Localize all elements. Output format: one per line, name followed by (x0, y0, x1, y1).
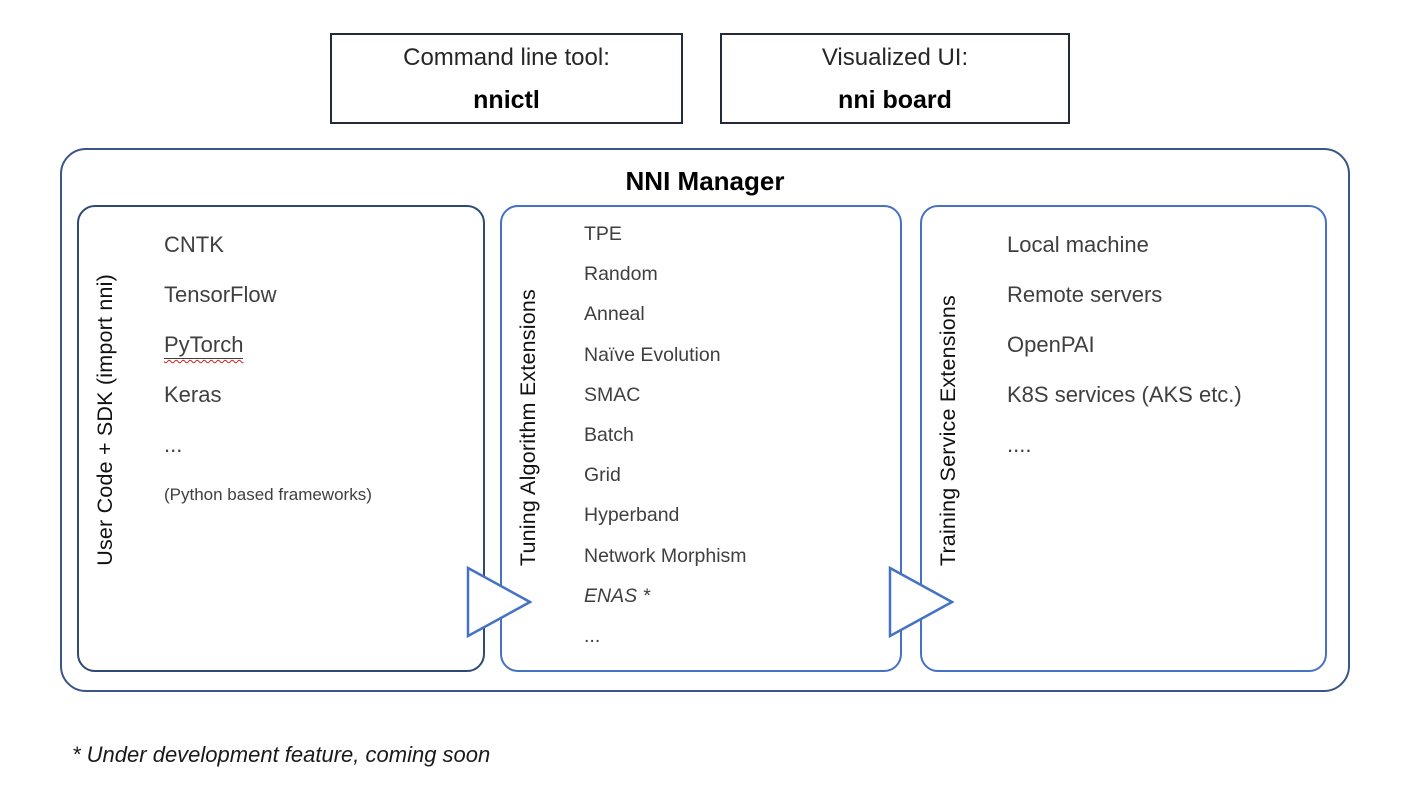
list-item: Grid (584, 464, 621, 487)
nnictl-label: nnictl (473, 85, 540, 114)
list-item: Remote servers (1007, 282, 1163, 307)
list-item: TensorFlow (164, 282, 277, 307)
panel-note: (Python based frameworks) (164, 485, 372, 504)
flow-arrow-icon (466, 566, 532, 638)
visualized-ui-box: Visualized UI: nni board (720, 33, 1070, 124)
flow-arrow-icon (888, 566, 954, 638)
training-service-panel: Training Service Extensions Local machin… (920, 205, 1327, 672)
list-item: Random (584, 263, 658, 286)
nni-manager-box: NNI Manager User Code + SDK (import nni)… (60, 148, 1350, 692)
list-item: Batch (584, 424, 634, 447)
list-item: ... (584, 625, 601, 648)
list-item: ... (164, 432, 183, 457)
nni-board-label: nni board (838, 85, 952, 114)
list-item: Hyperband (584, 504, 680, 527)
visualized-ui-label: Visualized UI: (821, 43, 969, 71)
user-code-sdk-panel: User Code + SDK (import nni) CNTK TensorF… (77, 205, 485, 672)
list-item: .... (1007, 432, 1032, 457)
command-line-tool-box: Command line tool: nnictl (330, 33, 683, 124)
footnote: * Under development feature, coming soon (72, 742, 491, 767)
list-item: PyTorch (164, 320, 483, 370)
list-item: Keras (164, 382, 222, 407)
list-item: Network Morphism (584, 544, 747, 567)
tuning-algorithm-vertical-label: Tuning Algorithm Extensions (515, 288, 540, 566)
user-code-sdk-label-column: User Code + SDK (import nni) (79, 207, 131, 670)
list-item: K8S services (AKS etc.) (1007, 382, 1242, 407)
list-item: OpenPAI (1007, 332, 1095, 357)
list-item: Local machine (1007, 232, 1149, 257)
user-code-sdk-vertical-label: User Code + SDK (import nni) (92, 274, 117, 566)
nni-manager-title: NNI Manager (625, 166, 785, 196)
list-item: CNTK (164, 232, 224, 257)
training-service-vertical-label: Training Service Extensions (935, 294, 960, 566)
list-item: Naïve Evolution (584, 343, 721, 366)
list-item: SMAC (584, 383, 641, 406)
list-item: TPE (584, 223, 622, 245)
spellcheck-squiggle-underline: PyTorch (164, 332, 244, 359)
command-line-tool-label: Command line tool: (403, 43, 610, 71)
list-item: ENAS * (584, 584, 651, 607)
list-item: Anneal (584, 303, 645, 326)
